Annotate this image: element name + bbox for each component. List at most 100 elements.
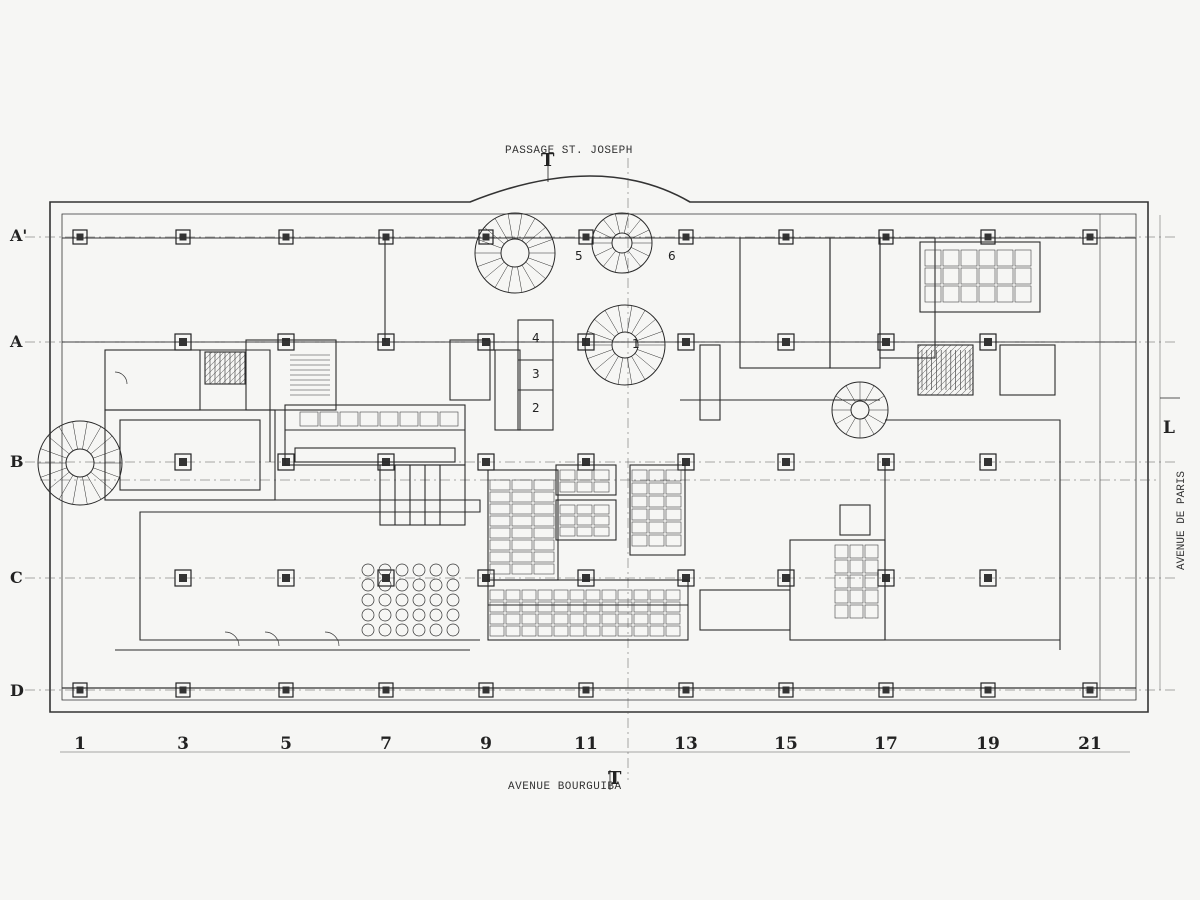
- desk: [665, 601, 681, 613]
- seat: [412, 563, 426, 577]
- desk: [631, 495, 648, 508]
- desk: [533, 479, 555, 491]
- desk: [299, 411, 319, 427]
- desk: [864, 604, 879, 619]
- seat: [412, 593, 426, 607]
- desk: [585, 601, 601, 613]
- desk: [631, 469, 648, 482]
- desk: [576, 481, 593, 493]
- desk: [665, 589, 681, 601]
- desk: [576, 515, 593, 526]
- desk: [665, 534, 682, 547]
- desk: [553, 625, 569, 637]
- column-pillar: [778, 229, 794, 245]
- dimension-line: [60, 215, 1161, 753]
- desk: [379, 411, 399, 427]
- desk: [601, 625, 617, 637]
- desk: [511, 539, 533, 551]
- straight-stairs: [204, 350, 971, 396]
- desk: [633, 625, 649, 637]
- desk: [553, 613, 569, 625]
- column-pillar: [777, 569, 795, 587]
- desk: [648, 534, 665, 547]
- desk: [489, 527, 511, 539]
- column-pillar: [477, 333, 495, 351]
- seat: [378, 563, 392, 577]
- desk: [533, 515, 555, 527]
- section-marker-lines: [547, 165, 1180, 790]
- seat: [395, 563, 409, 577]
- grid-column-label: 19: [976, 734, 1000, 754]
- desk: [489, 491, 511, 503]
- desk: [601, 589, 617, 601]
- seat: [378, 593, 392, 607]
- seat: [395, 623, 409, 637]
- column-pillar: [877, 453, 895, 471]
- desk: [648, 495, 665, 508]
- column-pillar: [278, 229, 294, 245]
- desk: [593, 526, 610, 537]
- column-pillar: [878, 229, 894, 245]
- desk: [649, 625, 665, 637]
- desk: [419, 411, 439, 427]
- grid-row-label: B: [10, 452, 24, 471]
- desk: [593, 515, 610, 526]
- desk: [569, 589, 585, 601]
- desk: [942, 267, 960, 285]
- seat: [361, 578, 375, 592]
- column-pillar: [174, 569, 192, 587]
- desk: [593, 469, 610, 481]
- seat: [378, 623, 392, 637]
- building-outline: [49, 175, 1149, 713]
- desk: [665, 495, 682, 508]
- desk: [996, 249, 1014, 267]
- desk: [1014, 249, 1032, 267]
- desk: [489, 551, 511, 563]
- section-mark-right: L: [1163, 418, 1175, 438]
- desk: [537, 601, 553, 613]
- desk: [631, 482, 648, 495]
- desk: [633, 613, 649, 625]
- column-pillar: [577, 569, 595, 587]
- desk: [489, 601, 505, 613]
- column-pillar: [677, 453, 695, 471]
- desk: [521, 613, 537, 625]
- column-pillar: [377, 333, 395, 351]
- seat: [446, 578, 460, 592]
- grid-column-label: 11: [574, 734, 598, 754]
- desk: [648, 508, 665, 521]
- seat: [412, 608, 426, 622]
- desk: [665, 521, 682, 534]
- desk: [521, 589, 537, 601]
- desk: [511, 551, 533, 563]
- desk: [942, 249, 960, 267]
- column-pillar: [979, 333, 997, 351]
- column-pillar: [979, 569, 997, 587]
- column-pillar: [677, 569, 695, 587]
- seat: [395, 578, 409, 592]
- desk: [521, 601, 537, 613]
- grid-column-label: 17: [874, 734, 898, 754]
- desk: [537, 625, 553, 637]
- desk: [585, 625, 601, 637]
- seat: [395, 608, 409, 622]
- column-grid: [72, 229, 1098, 698]
- desk: [864, 544, 879, 559]
- desk: [559, 469, 576, 481]
- seat: [429, 623, 443, 637]
- grid-column-label: 13: [674, 734, 698, 754]
- column-pillar: [377, 569, 395, 587]
- desk: [489, 589, 505, 601]
- column-pillar: [777, 333, 795, 351]
- desk: [1014, 285, 1032, 303]
- seat: [412, 623, 426, 637]
- grid-row-label: A: [10, 332, 23, 351]
- desk: [511, 479, 533, 491]
- desk: [569, 613, 585, 625]
- column-pillar: [72, 682, 88, 698]
- desk: [960, 267, 978, 285]
- desk: [505, 625, 521, 637]
- grid-column-label: 15: [774, 734, 798, 754]
- desk: [864, 589, 879, 604]
- desk: [576, 469, 593, 481]
